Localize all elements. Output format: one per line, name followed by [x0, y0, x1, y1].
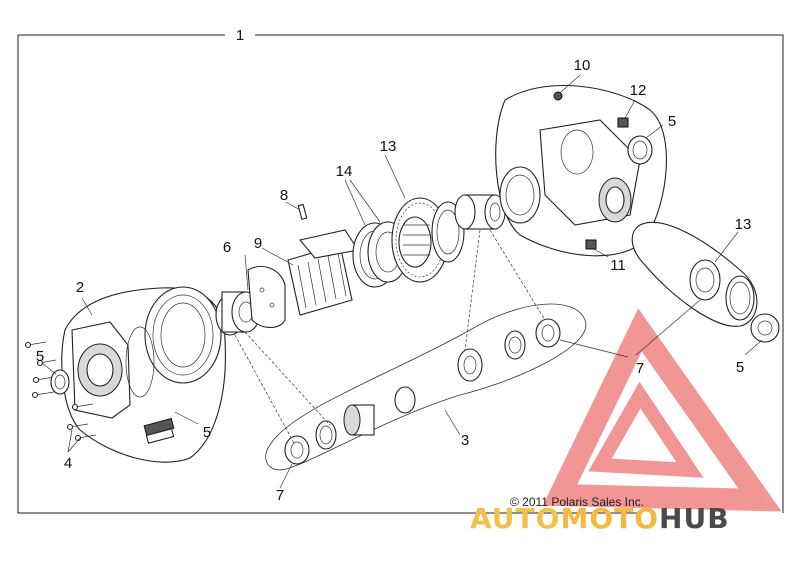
- callout-10: 10: [574, 57, 591, 74]
- callout-2: 2: [76, 279, 84, 296]
- callout-1: 1: [236, 27, 244, 44]
- callout-4: 4: [64, 455, 72, 472]
- callout-8: 8: [280, 187, 288, 204]
- brand-part-hub: HUB: [659, 502, 730, 535]
- fill-plug: [617, 117, 629, 128]
- bearing-kit-group: [265, 303, 587, 471]
- brand-part-auto: AUTO: [470, 502, 560, 535]
- callout-9: 9: [254, 235, 262, 252]
- callout-3: 3: [461, 432, 469, 449]
- callout-7-right: 7: [636, 360, 644, 377]
- bearing-plate: [215, 266, 286, 336]
- leader-lines: [41, 74, 763, 489]
- watermark-brand: AUTOMOTOHUB: [470, 502, 730, 535]
- ring-gear-bearing: [454, 194, 506, 230]
- ring-gear: [391, 197, 465, 283]
- callout-7-lower: 7: [276, 487, 284, 504]
- brand-part-moto: MOTO: [560, 502, 659, 535]
- callout-13-right: 13: [735, 216, 752, 233]
- watermark-triangle: [542, 308, 782, 512]
- roller-cage: [287, 203, 359, 316]
- callout-12: 12: [630, 82, 647, 99]
- seal-upper-right: [627, 135, 653, 165]
- callout-5-left: 5: [36, 348, 44, 365]
- pinion-shaft: [631, 221, 758, 327]
- callout-13-center: 13: [380, 138, 397, 155]
- callout-6: 6: [223, 239, 231, 256]
- callout-5-lower: 5: [203, 424, 211, 441]
- callout-14: 14: [336, 163, 353, 180]
- seal-left: [50, 369, 70, 395]
- copyright-text: © 2011 Polaris Sales Inc.: [510, 495, 644, 509]
- main-housing: [495, 84, 667, 257]
- callout-5-right: 5: [736, 359, 744, 376]
- assembly-frame: [17, 34, 784, 514]
- front-cover-housing: [61, 286, 226, 463]
- callout-labels: 1 2 3 4 5 5 5 5 6 7 7 8 9 10 11 12 13 13…: [36, 27, 752, 504]
- callout-5-upper-right: 5: [668, 113, 676, 130]
- seal-right: [750, 313, 780, 343]
- svg-text:AUTOMOTOHUB: AUTOMOTOHUB: [470, 502, 730, 535]
- callout-11: 11: [610, 257, 626, 274]
